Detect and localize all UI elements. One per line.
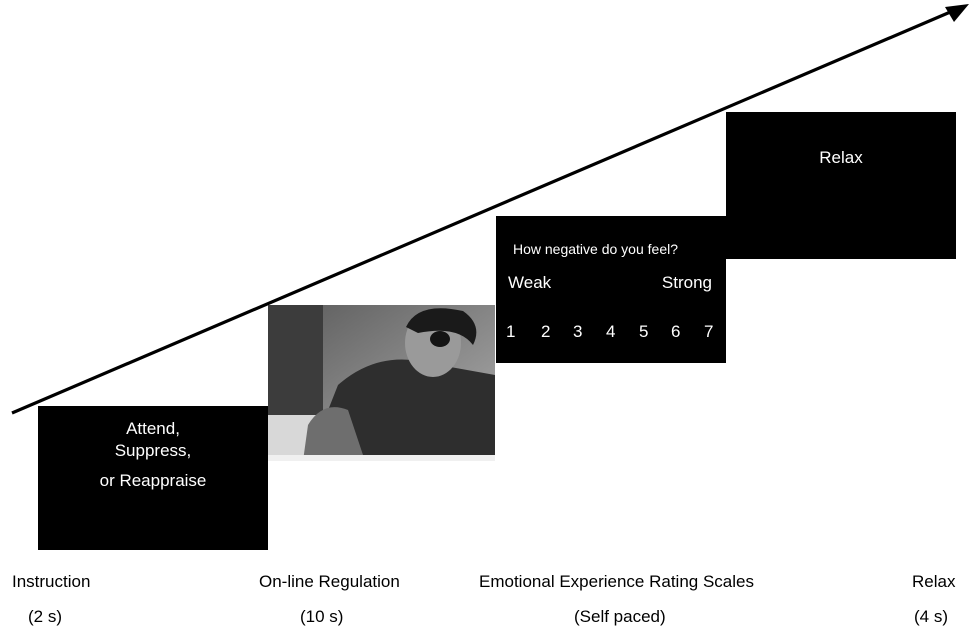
instruction-line-1: Attend,: [126, 419, 180, 438]
rating-high-label: Strong: [661, 273, 712, 292]
timeline-arrowhead: [945, 4, 969, 22]
instruction-panel: Attend, Suppress, or Reappraise: [38, 406, 268, 550]
caption-rating-duration: (Self paced): [574, 607, 666, 626]
relax-panel-text: Relax: [819, 148, 863, 167]
stimulus-photo: [268, 305, 495, 461]
rating-option-5: 5: [639, 322, 649, 341]
rating-option-1: 1: [506, 322, 516, 341]
rating-option-6: 6: [671, 322, 681, 341]
rating-scale-panel: How negative do you feel? Weak Strong 1 …: [496, 216, 726, 363]
rating-low-label: Weak: [508, 273, 552, 292]
rating-option-3: 3: [573, 322, 583, 341]
caption-instruction-duration: (2 s): [28, 607, 62, 626]
rating-option-7: 7: [704, 322, 714, 341]
timeline-arrow-shaft: [11, 8, 956, 415]
caption-regulation: On-line Regulation: [259, 572, 400, 591]
caption-instruction: Instruction: [12, 572, 91, 591]
rating-question: How negative do you feel?: [513, 241, 678, 257]
caption-regulation-duration: (10 s): [300, 607, 344, 626]
stimulus-photo-image: [268, 305, 495, 461]
rating-option-2: 2: [541, 322, 551, 341]
caption-rating: Emotional Experience Rating Scales: [479, 572, 754, 591]
instruction-line-3: or Reappraise: [99, 471, 207, 490]
caption-relax-duration: (4 s): [914, 607, 948, 626]
relax-panel: Relax: [726, 112, 956, 259]
instruction-line-2: Suppress,: [114, 441, 192, 460]
caption-relax: Relax: [912, 572, 956, 591]
rating-option-4: 4: [606, 322, 616, 341]
